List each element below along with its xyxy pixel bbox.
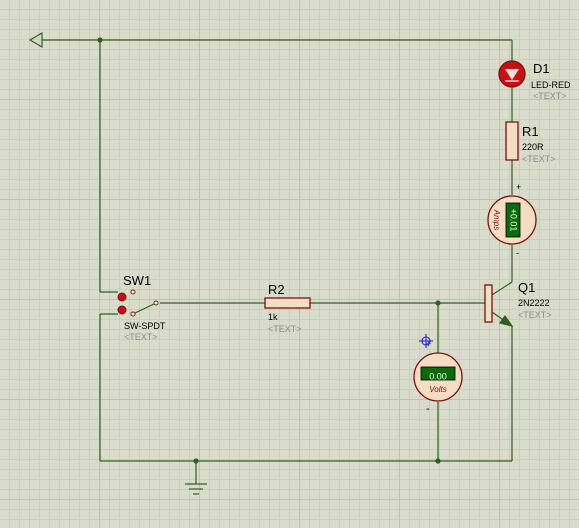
transistor-q1[interactable] (484, 281, 514, 327)
r1-value-label: 220R (522, 142, 544, 152)
sw1-ref-label: SW1 (123, 273, 151, 288)
sw1-value-label: SW-SPDT (124, 321, 166, 331)
q1-text-placeholder: <TEXT> (518, 310, 552, 320)
voltmeter-minus-label: - (426, 403, 430, 415)
switch-sw1[interactable] (117, 289, 159, 317)
probe-crosshair-icon[interactable] (419, 334, 433, 348)
d1-ref-label: D1 (533, 61, 550, 76)
ammeter-plus-label: + (516, 182, 521, 192)
voltmeter-unit-label: Volts (429, 385, 447, 394)
r2-value-label: 1k (268, 312, 278, 322)
q1-value-label: 2N2222 (518, 298, 550, 308)
r2-text-placeholder: <TEXT> (268, 324, 302, 334)
junction-dot (435, 300, 441, 306)
wires (42, 39, 513, 484)
ground-icon[interactable] (185, 483, 207, 495)
led-d1[interactable] (498, 60, 526, 88)
junctions (97, 37, 441, 464)
voltmeter[interactable] (413, 352, 463, 402)
resistor-r1[interactable] (505, 121, 519, 161)
sw1-text-placeholder: <TEXT> (124, 332, 158, 342)
r1-text-placeholder: <TEXT> (522, 154, 556, 164)
q1-ref-label: Q1 (518, 280, 535, 295)
junction-dot (435, 458, 441, 464)
r2-ref-label: R2 (268, 282, 285, 297)
ammeter-reading: +0.01 (509, 209, 519, 232)
ammeter-unit-label: Amps (492, 209, 501, 230)
d1-value-label: LED-RED (531, 80, 571, 90)
resistor-r2[interactable] (264, 297, 311, 309)
ammeter[interactable] (487, 195, 537, 245)
r1-ref-label: R1 (522, 124, 539, 139)
voltmeter-reading: 0.00 (429, 371, 447, 381)
d1-text-placeholder: <TEXT> (533, 91, 567, 101)
ammeter-minus-label: - (516, 248, 519, 258)
power-terminal-icon[interactable] (28, 31, 43, 49)
junction-dot (193, 458, 199, 464)
junction-dot (97, 37, 103, 43)
